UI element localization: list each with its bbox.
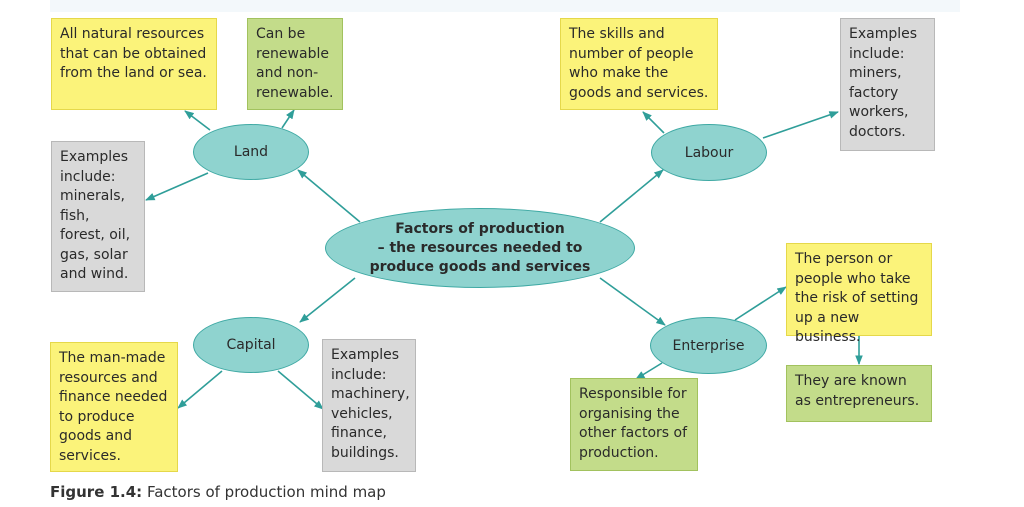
node-land: Land	[193, 124, 309, 180]
arrow-labour-to-definition	[642, 111, 665, 134]
arrow-center-to-capital	[299, 277, 356, 323]
arrow-capital-to-examples	[277, 370, 324, 410]
labour-examples-box: Examples include: miners, factory worker…	[840, 18, 935, 151]
center-line-1: Factors of production	[395, 220, 565, 237]
node-center: Factors of production – the resources ne…	[325, 208, 635, 288]
capital-definition-box: The man-made resources and finance neede…	[50, 342, 178, 472]
center-line-2: – the resources needed to	[377, 239, 583, 256]
arrow-enterprise-to-role	[635, 362, 663, 380]
arrow-center-to-labour	[599, 169, 664, 223]
node-labour-label: Labour	[684, 144, 734, 161]
arrow-enterprise-to-definition	[734, 286, 787, 321]
center-line-3: produce goods and services	[369, 258, 591, 275]
node-land-label: Land	[233, 144, 269, 160]
capital-examples-box: Examples include: machinery, vehicles, f…	[322, 339, 416, 472]
enterprise-note-box: They are known as entrepreneurs.	[786, 365, 932, 422]
arrow-land-to-note	[281, 109, 295, 129]
node-enterprise-label: Enterprise	[672, 337, 745, 354]
node-labour: Labour	[651, 124, 767, 181]
figure-caption-text: Factors of production mind map	[146, 483, 386, 501]
labour-definition-box: The skills and number of people who make…	[560, 18, 718, 110]
top-band	[50, 0, 960, 12]
node-enterprise: Enterprise	[650, 317, 767, 374]
arrow-center-to-enterprise	[599, 277, 666, 326]
enterprise-role-box: Responsible for organising the other fac…	[570, 378, 698, 471]
figure-caption: Figure 1.4: Factors of production mind m…	[50, 483, 386, 501]
node-capital: Capital	[193, 317, 309, 373]
arrow-land-to-examples	[145, 172, 209, 201]
enterprise-definition-box: The person or people who take the risk o…	[786, 243, 932, 345]
figure-caption-label: Figure 1.4:	[50, 483, 143, 501]
land-note-box: Can be renewable and non-renewable.	[247, 18, 343, 110]
land-definition-box: All natural resources that can be obtain…	[51, 18, 217, 110]
arrow-capital-to-definition	[177, 370, 223, 409]
node-capital-label: Capital	[226, 337, 276, 353]
arrow-land-to-definition	[184, 110, 211, 131]
arrow-labour-to-examples	[762, 111, 839, 139]
arrow-center-to-land	[297, 169, 361, 223]
land-examples-box: Examples include: minerals, fish, forest…	[51, 141, 145, 292]
